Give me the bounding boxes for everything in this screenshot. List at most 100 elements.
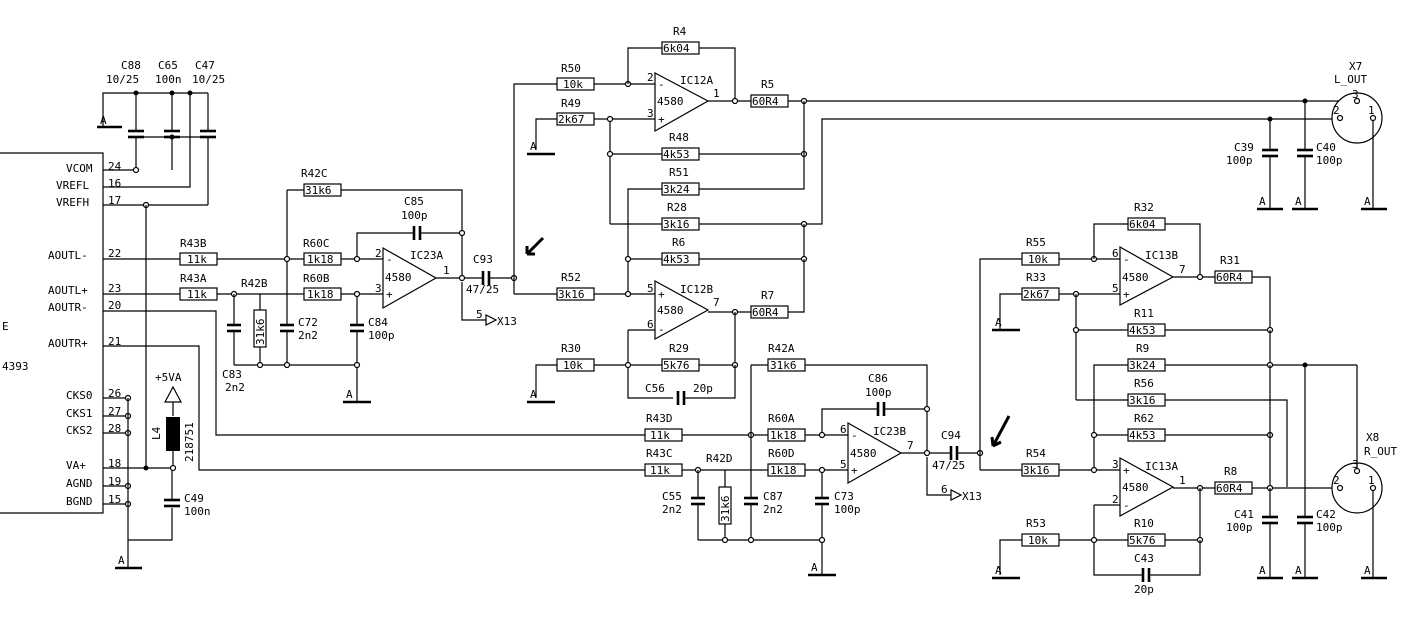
left-output-connector: X7 L_OUT 3 2 1 A C39 100p A C40 100p A (1226, 60, 1387, 211)
ref-r60a: R60A (768, 412, 795, 425)
cap-val-c47: 10/25 (192, 73, 225, 86)
val-r43b: 11k (187, 253, 207, 266)
val-c85: 100p (401, 209, 428, 222)
val-r42d: 31k6 (719, 496, 732, 523)
ref-r43b: R43B (180, 237, 207, 250)
gnd-label-x7: A (1364, 195, 1371, 208)
ref-c93: C93 (473, 253, 493, 266)
pin-num-agnd: 19 (108, 475, 121, 488)
val-r10: 5k76 (1129, 534, 1156, 547)
val-r28: 3k16 (663, 218, 690, 231)
ref-c43: C43 (1134, 552, 1154, 565)
sign-ic12a-plus: + (658, 113, 665, 126)
pin-name-cks2: CKS2 (66, 424, 93, 437)
pin-num-aoutl-minus: 22 (108, 247, 121, 260)
val-ic23b: 4580 (850, 447, 877, 460)
sign-ic12a-minus: - (658, 78, 665, 91)
val-r60a: 1k18 (770, 429, 797, 442)
val-r51: 3k24 (663, 183, 690, 196)
ref-r8: R8 (1224, 465, 1237, 478)
ref-r56: R56 (1134, 377, 1154, 390)
gnd-label-r30: A (530, 388, 537, 401)
val-r43c: 11k (650, 464, 670, 477)
val-r54: 3k16 (1023, 464, 1050, 477)
ref-r30: R30 (561, 342, 581, 355)
pin-x8-3: 3 (1352, 458, 1359, 471)
sign-ic13a-plus: + (1123, 464, 1130, 477)
sign-ic13a-minus: - (1123, 499, 1130, 512)
chip-partial-suffix: E (2, 320, 9, 333)
val-ic12b: 4580 (657, 304, 684, 317)
sign-ic23a-minus: - (386, 253, 393, 266)
val-r33: 2k67 (1023, 288, 1050, 301)
val-c39: 100p (1226, 154, 1253, 167)
ref-r42c: R42C (301, 167, 328, 180)
ref-c94: C94 (941, 429, 961, 442)
val-c55: 2n2 (662, 503, 682, 516)
pin-ic12b-out: 7 (713, 296, 720, 309)
ref-r42a: R42A (768, 342, 795, 355)
val-r11: 4k53 (1129, 324, 1156, 337)
opamp-ic12b (654, 279, 710, 341)
pin-num-cks1: 27 (108, 405, 121, 418)
val-r7: 60R4 (752, 306, 779, 319)
pin-name-cks1: CKS1 (66, 407, 93, 420)
ref-r42b: R42B (241, 277, 268, 290)
val-r42a: 31k6 (770, 359, 797, 372)
sign-ic13b-plus: + (1123, 288, 1130, 301)
ref-r50: R50 (561, 62, 581, 75)
ref-r43a: R43A (180, 272, 207, 285)
pin-ic13b-plus: 5 (1112, 282, 1119, 295)
pin-x7-2: 2 (1333, 104, 1340, 117)
ref-r7: R7 (761, 289, 774, 302)
ref-c41: C41 (1234, 508, 1254, 521)
pin-ic12a-plus: 3 (647, 107, 654, 120)
val-r43d: 11k (650, 429, 670, 442)
gnd-label-ic23b: A (811, 561, 818, 574)
val-r29: 5k76 (663, 359, 690, 372)
val-r53: 10k (1028, 534, 1048, 547)
pin-ic23b-out: 7 (907, 439, 914, 452)
val-ic13a: 4580 (1122, 481, 1149, 494)
ref-r11: R11 (1134, 307, 1154, 320)
gnd-label-top-left: A (100, 114, 107, 127)
power-supply: A +5VA L4 218751 C49 100n (103, 205, 211, 570)
pin-name-vrefh: VREFH (56, 196, 89, 209)
val-c41: 100p (1226, 521, 1253, 534)
ref-x7: X7 (1349, 60, 1362, 73)
val-r62: 4k53 (1129, 429, 1156, 442)
pin-ic12b-plus: 5 (647, 282, 654, 295)
ref-r29: R29 (669, 342, 689, 355)
val-ic13b: 4580 (1122, 271, 1149, 284)
ref-c85: C85 (404, 195, 424, 208)
ref-r52: R52 (561, 271, 581, 284)
val-r48: 4k53 (663, 148, 690, 161)
ref-r60c: R60C (303, 237, 330, 250)
val-r31: 60R4 (1216, 271, 1243, 284)
val-r9: 3k24 (1129, 359, 1156, 372)
pin-name-aoutl-minus: AOUTL- (48, 249, 88, 262)
pin-ic23a-plus: 3 (375, 282, 382, 295)
power-rail-label: +5VA (155, 371, 182, 384)
ref-ic13a: IC13A (1145, 460, 1178, 473)
val-r50: 10k (563, 78, 583, 91)
ref-c84: C84 (368, 316, 388, 329)
pin-num-aoutr-plus: 21 (108, 335, 121, 348)
ref-ic12b: IC12B (680, 283, 713, 296)
val-r60d: 1k18 (770, 464, 797, 477)
connector-x7 (1331, 92, 1383, 144)
ref-r51: R51 (669, 166, 689, 179)
pin-num-vrefh: 17 (108, 194, 121, 207)
pin-ic12a-out: 1 (713, 87, 720, 100)
ref-r60d: R60D (768, 447, 795, 460)
pin-x13-bot: 6 (941, 483, 948, 496)
gnd-label-ic23a: A (346, 388, 353, 401)
val-r55: 10k (1028, 253, 1048, 266)
sign-ic12b-minus: - (658, 323, 665, 336)
ref-ic12a: IC12A (680, 74, 713, 87)
pin-num-va-plus: 18 (108, 457, 121, 470)
ref-c42: C42 (1316, 508, 1336, 521)
inductor-val: 218751 (183, 422, 196, 462)
val-c87: 2n2 (763, 503, 783, 516)
ref-r62: R62 (1134, 412, 1154, 425)
